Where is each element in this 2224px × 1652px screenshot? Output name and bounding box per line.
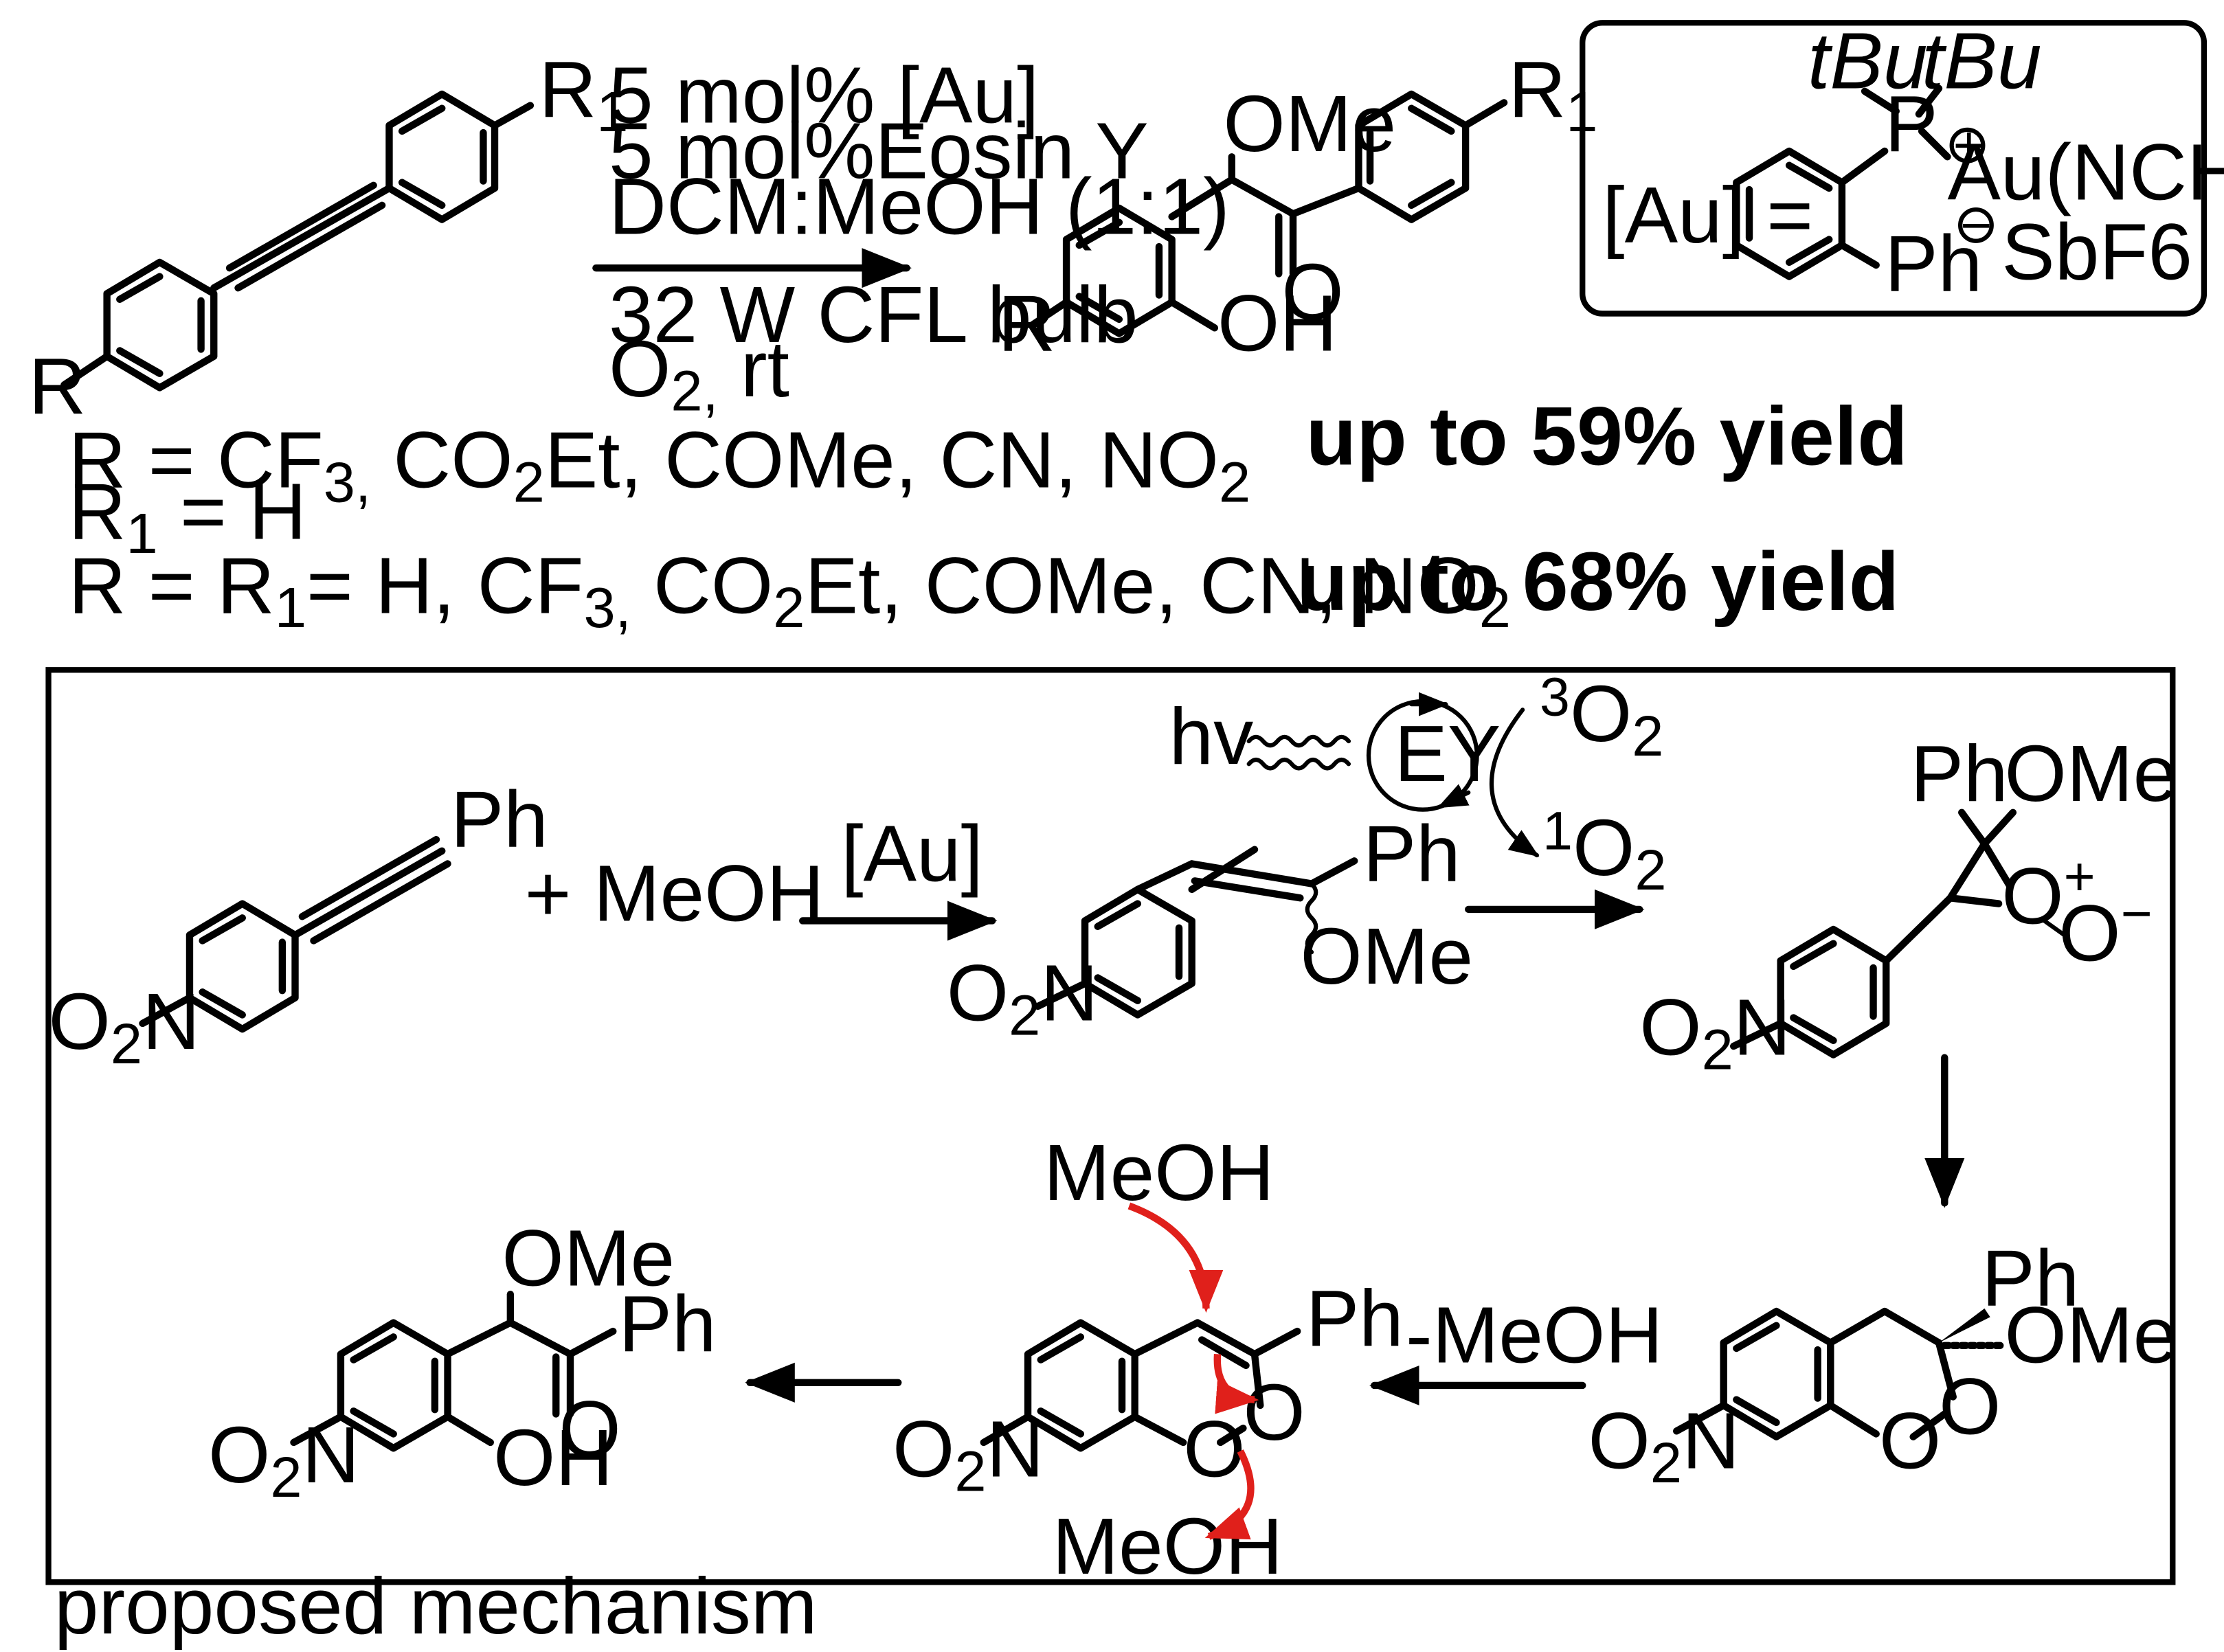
push-arrow-3 [1204,1449,1255,1540]
s5-no2: O2N [892,1405,1044,1504]
s6-no2: O2N [208,1410,359,1509]
substrate-r-label: R [29,341,87,431]
s4-o2: O [1879,1396,1941,1485]
catalyst-tbu-left: tBu [1808,16,1927,106]
s1-plus-meoh: + MeOH [525,848,824,938]
arrow-4-label: -MeOH [1406,1291,1663,1380]
mech-s1-structure: Ph O2N + MeOH [49,775,824,1076]
s4-ph: Ph [1981,1234,2079,1323]
catalyst-counterion: SbF6 [2001,207,2192,297]
light-wave-icon [1246,734,1351,748]
product-oh-label: OH [1217,278,1337,367]
s3-ome: OMe [2004,729,2177,818]
yield-1: up to 59% yield [1306,389,1908,482]
s4-no2: O2N [1588,1396,1740,1495]
catalyst-plus: + [1953,115,1985,176]
arrow-1-label: [Au] [841,808,983,898]
s5-meoh-top: MeOH [1044,1128,1274,1217]
s6-ph: Ph [619,1279,717,1368]
condition-solvent: DCM:MeOH (1:1) [609,161,1230,251]
reaction-conditions: 5 mol% [Au] 5 mol%Eosin Y DCM:MeOH (1:1)… [592,50,1230,423]
singlet-o2-label: 1O2 [1542,801,1666,902]
s2-ph: Ph [1363,808,1461,898]
mechanism-frame [45,667,2176,1585]
condition-photocatalyst: 5 mol%Eosin Y [609,106,1149,195]
catalyst-box: [Au] = tBu tBu P + Au(NCHMe) − SbF6 Ph [1580,16,2224,317]
s4-ome: OMe [2004,1291,2177,1380]
plus-charge-icon [1949,127,1986,163]
push-arrow-1 [1127,1202,1224,1313]
push-arrow-2 [1213,1353,1259,1414]
s3-o-minus: O− [2058,883,2152,977]
s2-ome: OMe [1300,912,1473,1001]
s6-ome: OMe [502,1214,675,1303]
product-carbonyl-o: O [1281,247,1343,337]
mech-s5-structure: Ph O O O2N MeOH MeOH [892,1128,1404,1591]
o2-activation-arrow [1489,708,1540,858]
light-hv-label: hv [1169,692,1253,781]
s3-o-plus: O+ [2001,846,2095,941]
mech-s2-structure: Ph OMe O2N [947,808,1473,1047]
s1-no2: O2N [49,977,200,1076]
scope-text: R = CF3, CO2Et, COMe, CN, NO2 R1 = H R =… [69,389,1908,640]
product-r-label: R [998,278,1056,367]
light-wave-icon-2 [1246,757,1351,771]
mech-s3-structure: Ph OMe O+ O− O2N [1639,729,2177,1081]
s3-no2: O2N [1639,983,1790,1082]
catalyst-label: [Au] = [1602,170,1813,260]
scope-row-3: R = R1= H, CF3, CO2Et, COMe, CN, NO2 [69,541,1511,640]
s5-o1: O [1243,1368,1305,1457]
product-structure: OMe O OH R R1 [998,45,1598,367]
mech-s4-structure: Ph OMe O O O2N [1588,1234,2178,1495]
catalyst-gold: Au(NCHMe) [1947,128,2224,217]
catalyst-frame [1580,20,2208,317]
yield-2: up to 68% yield [1297,535,1899,628]
catalyst-tbu-right: tBu [1922,16,2041,106]
substrate-r1-label: R1 [539,45,628,144]
catalyst-minus: − [1960,195,1992,256]
s1-ph: Ph [451,775,548,864]
s5-ph: Ph [1306,1274,1404,1363]
s5-meoh-bottom: MeOH [1052,1502,1283,1591]
catalyst-ph: Ph [1885,218,1982,308]
triplet-o2-label: 3O2 [1540,667,1663,768]
minus-charge-icon [1958,207,1994,243]
mech-s6-structure: OMe Ph O OH O2N [208,1214,717,1509]
s5-o2: O [1183,1405,1245,1494]
s6-oh: OH [493,1413,613,1502]
s4-o1: O [1939,1361,2001,1451]
s2-no2: O2N [947,949,1098,1048]
product-ome-label: OMe [1223,79,1396,168]
s6-carbonyl-o: O [559,1385,620,1474]
substrate-structure: R1 R [29,45,629,431]
condition-catalyst: 5 mol% [Au] [609,50,1039,139]
condition-light: 32 W CFL bulb [609,270,1138,359]
mechanism-caption: proposed mechanism [54,1561,818,1651]
photosensitization: hv EY 3O2 1O2 [1169,667,1666,902]
catalyst-phosphorus: P [1885,79,1938,168]
ey-label: EY [1394,709,1501,798]
scope-row-2: R1 = H [69,466,306,565]
s3-ph: Ph [1911,729,2008,818]
condition-oxygen: O2, rt [609,324,789,423]
scope-row-1: R = CF3, CO2Et, COMe, CN, NO2 [69,416,1251,514]
